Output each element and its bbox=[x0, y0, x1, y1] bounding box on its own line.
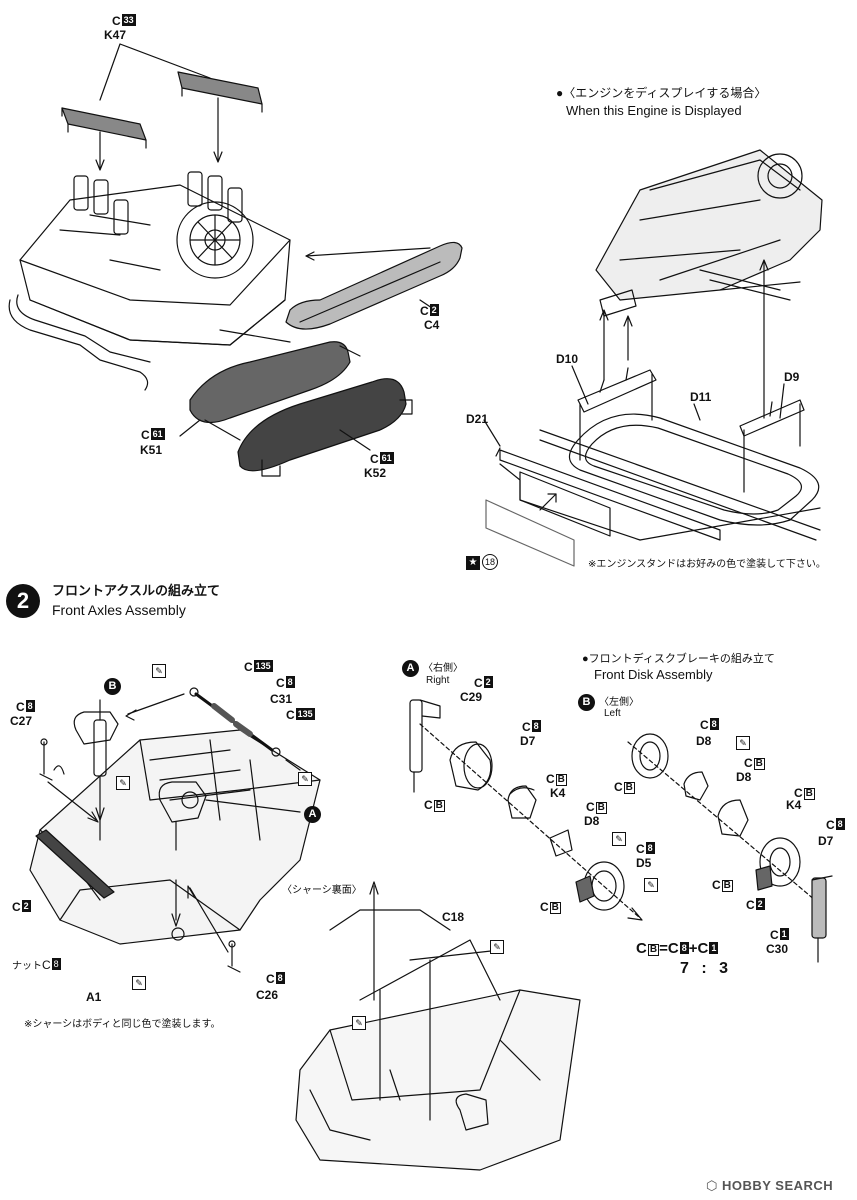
part-label-c30: C30 bbox=[766, 942, 789, 956]
stand-paint-note: ※エンジンスタンドはお好みの色で塗装して下さい。 bbox=[588, 559, 826, 570]
glue-icon: ✎ bbox=[116, 776, 130, 790]
muffler-drawing bbox=[179, 329, 413, 477]
right-side-en: Right bbox=[426, 675, 450, 686]
steering-rod-drawing bbox=[125, 687, 301, 771]
engine-stand-drawing bbox=[483, 259, 821, 567]
glue-icon: ✎ bbox=[644, 878, 658, 892]
part-label-d8-l1: D8 bbox=[696, 734, 712, 748]
part-label-a1: A1 bbox=[86, 990, 102, 1004]
part-label-c31: C31 bbox=[270, 692, 293, 706]
paint-mix-ratio: 7 : 3 bbox=[680, 960, 733, 977]
chassis-underside-drawing bbox=[295, 881, 581, 1171]
glue-icon: ✎ bbox=[490, 940, 504, 954]
part-label-c18: C18 bbox=[442, 910, 465, 924]
part-label-k4-l: K4 bbox=[786, 798, 802, 812]
marker-a: A bbox=[304, 806, 325, 823]
part-label-d8-r: D8 bbox=[584, 814, 600, 828]
brake-left-drawing bbox=[627, 733, 833, 963]
star-icon: ★ bbox=[466, 556, 480, 570]
part-label-d11: D11 bbox=[690, 390, 712, 404]
glue-icon: ✎ bbox=[132, 976, 146, 990]
glue-icon: ✎ bbox=[152, 664, 166, 678]
glue-icon: ✎ bbox=[352, 1016, 366, 1030]
front-chassis-drawing bbox=[29, 729, 321, 945]
part-label-k51: K51 bbox=[140, 443, 163, 457]
part-label-c29: C29 bbox=[460, 690, 483, 704]
hub-drawing bbox=[158, 781, 301, 927]
part-label-d5: D5 bbox=[636, 856, 652, 870]
left-side-heading: B〈左側〉 bbox=[578, 694, 639, 711]
part-label-k4-r: K4 bbox=[550, 786, 566, 800]
glue-icon: ✎ bbox=[612, 832, 626, 846]
glue-icon: ✎ bbox=[298, 772, 312, 786]
brake-right-drawing bbox=[409, 699, 643, 921]
part-label-c27: C27 bbox=[10, 714, 33, 728]
part-label-d7-l: D7 bbox=[818, 834, 834, 848]
chassis-paint-note: ※シャーシはボディと同じ色で塗装します。 bbox=[24, 1019, 221, 1030]
watermark-logo-icon: ⬡ bbox=[706, 1178, 722, 1193]
left-side-en: Left bbox=[604, 708, 621, 719]
brake-title-jp: ●フロントディスクブレーキの組み立て bbox=[582, 653, 775, 665]
part-label-d21: D21 bbox=[466, 412, 489, 426]
tie-rod-pins-drawing bbox=[39, 738, 241, 973]
part-label-d8-l2: D8 bbox=[736, 770, 752, 784]
chassis-underside-label: 〈シャーシ裏面〉 bbox=[282, 885, 362, 896]
step-number: 2 bbox=[6, 584, 40, 618]
part-label-c4: C4 bbox=[424, 318, 440, 332]
part-label-d7-r: D7 bbox=[520, 734, 536, 748]
display-title-en: When this Engine is Displayed bbox=[566, 103, 742, 118]
part-label-c26: C26 bbox=[256, 988, 279, 1002]
air-cleaner-covers-drawing bbox=[61, 43, 263, 171]
bullet-icon: ● bbox=[556, 86, 564, 100]
marker-b: B bbox=[104, 678, 125, 695]
part-label-d9: D9 bbox=[784, 370, 800, 384]
engine-block-drawing bbox=[8, 171, 291, 391]
engine-display-drawing bbox=[595, 149, 823, 317]
shock-absorber-drawing bbox=[73, 699, 119, 841]
part-label-k52: K52 bbox=[364, 466, 387, 480]
display-title-jp: ●〈エンジンをディスプレイする場合〉 bbox=[556, 86, 767, 100]
step2-title-jp: フロントアクスルの組み立て bbox=[52, 583, 220, 598]
engine-tin-cover-drawing bbox=[285, 241, 463, 330]
right-side-heading: A〈右側〉 bbox=[402, 660, 463, 677]
part-label-d10: D10 bbox=[556, 352, 579, 366]
brake-title-en: Front Disk Assembly bbox=[594, 667, 713, 682]
step2-title-en: Front Axles Assembly bbox=[52, 602, 186, 618]
watermark: ⬡ HOBBY SEARCH bbox=[706, 1178, 834, 1193]
glue-icon: ✎ bbox=[736, 736, 750, 750]
star-part-label: ★18 bbox=[466, 554, 498, 570]
part-label-k47: K47 bbox=[104, 28, 127, 42]
